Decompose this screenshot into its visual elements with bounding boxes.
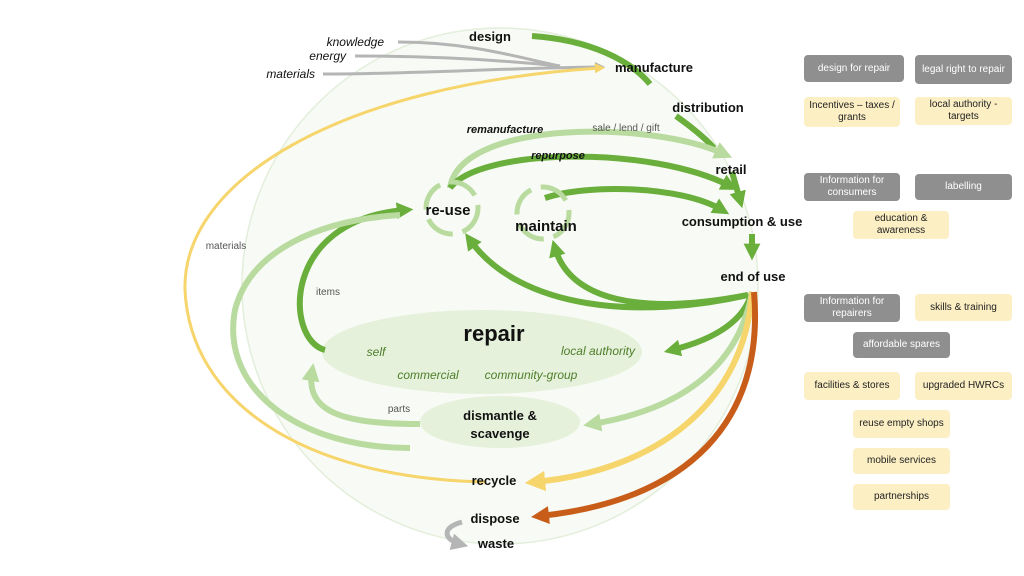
intervention-tag: reuse empty shops [853, 410, 950, 438]
intervention-tag: education & awareness [853, 211, 949, 239]
materials-input-arrow [322, 61, 606, 76]
items-label: items [316, 287, 340, 298]
distribution-node: distribution [672, 100, 744, 115]
intervention-tag: upgraded HWRCs [915, 372, 1012, 400]
design-node: design [469, 29, 511, 44]
repair-self-label: self [367, 345, 387, 359]
materials-input-label: materials [266, 67, 315, 81]
distribution-retail-arrow [674, 113, 717, 151]
intervention-tag: local authority - targets [915, 97, 1012, 125]
energy-label: energy [309, 49, 347, 63]
maintain-cycle-icon [514, 184, 572, 242]
repair-bubble [322, 310, 642, 394]
repurpose-arrow [447, 153, 738, 190]
scavenge-node: scavenge [470, 426, 529, 441]
sale-lend-gift-label: sale / lend / gift [592, 123, 659, 134]
repurpose-label: repurpose [531, 150, 585, 162]
consumption-node: consumption & use [682, 214, 803, 229]
end-maintain-arrow [549, 239, 749, 307]
energy-input-arrow [354, 54, 561, 68]
intervention-tag: affordable spares [853, 332, 950, 358]
dispose-waste-arrow [444, 519, 469, 551]
waste-node: waste [477, 536, 514, 551]
repair-node: repair [463, 321, 525, 346]
materials-loop-arrow [183, 63, 606, 484]
intervention-tag: Information for consumers [804, 173, 900, 201]
design-manufacture-arrow [531, 33, 653, 86]
end-dismantle-arrow [583, 291, 755, 432]
intervention-tag: Information for repairers [804, 294, 900, 322]
parts-repair-arrow [301, 363, 421, 427]
knowledge-input-arrow [397, 40, 561, 68]
recycle-node: recycle [472, 473, 517, 488]
reuse-cycle-icon [423, 179, 481, 237]
materials-loop-label: materials [206, 241, 247, 252]
intervention-tag: design for repair [804, 55, 904, 82]
retail-node: retail [715, 162, 746, 177]
maintain-node: maintain [515, 218, 577, 235]
intervention-tag: legal right to repair [915, 55, 1012, 84]
repair-community-label: community-group [485, 368, 578, 382]
end-recycle-arrow [524, 291, 755, 492]
repair-local-authority-label: local authority [561, 344, 636, 358]
intervention-tag: Incentives – taxes / grants [804, 97, 900, 127]
intervention-tag: labelling [915, 174, 1012, 200]
dismantle-bubble [420, 396, 580, 448]
intervention-tag: skills & training [915, 294, 1012, 321]
materials-reuse-loop-arrow [230, 212, 411, 451]
reuse-node: re-use [425, 202, 470, 219]
remanufacture-label: remanufacture [467, 124, 543, 136]
parts-label: parts [388, 404, 410, 415]
remanufacture-loop-arrow [447, 128, 733, 189]
end-dispose-arrow [531, 291, 759, 524]
intervention-tag: mobile services [853, 448, 950, 474]
repair-commercial-label: commercial [397, 368, 459, 382]
knowledge-label: knowledge [327, 35, 385, 49]
intervention-tag: partnerships [853, 484, 950, 510]
end-of-use-node: end of use [720, 269, 785, 284]
manufacture-node: manufacture [615, 60, 693, 75]
intervention-tag: facilities & stores [804, 372, 900, 400]
dispose-node: dispose [470, 511, 519, 526]
dismantle-node: dismantle & [463, 408, 537, 423]
